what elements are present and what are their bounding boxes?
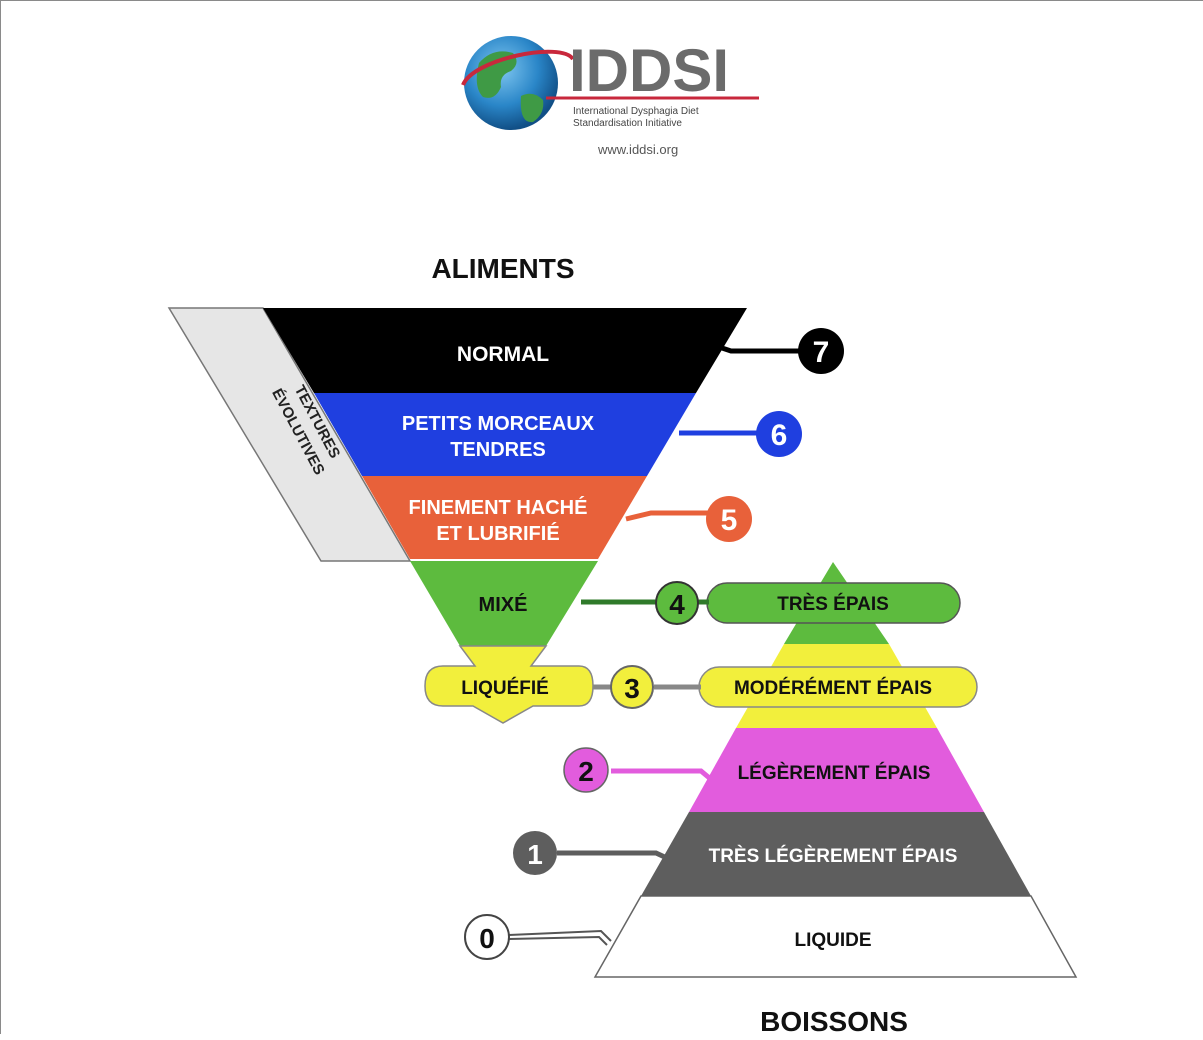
- level-0-connector-inner: [508, 935, 608, 946]
- level-0-connector: [508, 929, 612, 942]
- logo-subtitle-line2: Standardisation Initiative: [573, 118, 682, 129]
- level-3-food-label: LIQUÉFIÉ: [461, 677, 549, 699]
- level-5-label-line1: FINEMENT HACHÉ: [409, 496, 588, 519]
- level-4-pureed-band: [410, 561, 598, 646]
- level-7-label: NORMAL: [457, 343, 549, 366]
- level-7-number: 7: [813, 336, 830, 369]
- level-7-normal-band: [263, 308, 747, 393]
- level-7-badge: 7: [798, 328, 844, 374]
- level-6-badge: 6: [756, 411, 802, 457]
- level-3-liquidised-shape: [424, 645, 594, 724]
- level-1-slightly-thick-band: [641, 812, 1031, 896]
- level-3-number: 3: [624, 673, 640, 704]
- level-6-label-line1: PETITS MORCEAUX: [402, 413, 595, 435]
- level-4-drink-label: TRÈS ÉPAIS: [777, 593, 889, 615]
- level-2-mildly-thick-band: [689, 728, 984, 812]
- level-5-label-line2: ET LUBRIFIÉ: [436, 522, 559, 545]
- logo-text: IDDSI: [569, 37, 729, 104]
- level-2-label: LÉGÈREMENT ÉPAIS: [738, 762, 931, 784]
- level-5-connector: [625, 510, 711, 522]
- logo-subtitle-line1: International Dysphagia Diet: [573, 106, 699, 117]
- level-0-badge: 0: [464, 914, 510, 960]
- level-0-label: LIQUIDE: [794, 930, 871, 951]
- level-0-number: 0: [479, 923, 495, 954]
- level-1-connector: [557, 850, 671, 862]
- level-4-number: 4: [669, 589, 685, 620]
- level-4-badge: 4: [655, 581, 699, 625]
- level-5-minced-moist-band: [362, 476, 647, 559]
- level-6-soft-bite-sized-band: [314, 393, 696, 476]
- level-5-number: 5: [721, 504, 738, 537]
- globe-orbit-ring: [461, 49, 575, 87]
- foods-heading: ALIMENTS: [431, 253, 574, 284]
- website-text: www.iddsi.org: [597, 142, 678, 157]
- level-2-badge: 2: [563, 747, 609, 793]
- level-6-label-line2: TENDRES: [450, 439, 546, 461]
- level-7-connector: [712, 342, 801, 354]
- level-2-number: 2: [578, 756, 594, 787]
- level-3-badge: 3: [610, 665, 654, 709]
- globe-landmass: [476, 51, 544, 123]
- iddsi-logo: IDDSI International Dysphagia Diet Stand…: [461, 36, 759, 157]
- level-1-number: 1: [527, 839, 543, 870]
- level-1-badge: 1: [513, 831, 557, 875]
- level-3-drink-label: MODÉRÉMENT ÉPAIS: [734, 677, 932, 699]
- level-4-food-label: MIXÉ: [479, 593, 528, 616]
- level-5-badge: 5: [706, 496, 752, 542]
- level-1-label: TRÈS LÉGÈREMENT ÉPAIS: [709, 845, 958, 867]
- drinks-heading: BOISSONS: [760, 1006, 908, 1035]
- level-6-number: 6: [771, 419, 788, 452]
- level-2-connector: [611, 768, 715, 783]
